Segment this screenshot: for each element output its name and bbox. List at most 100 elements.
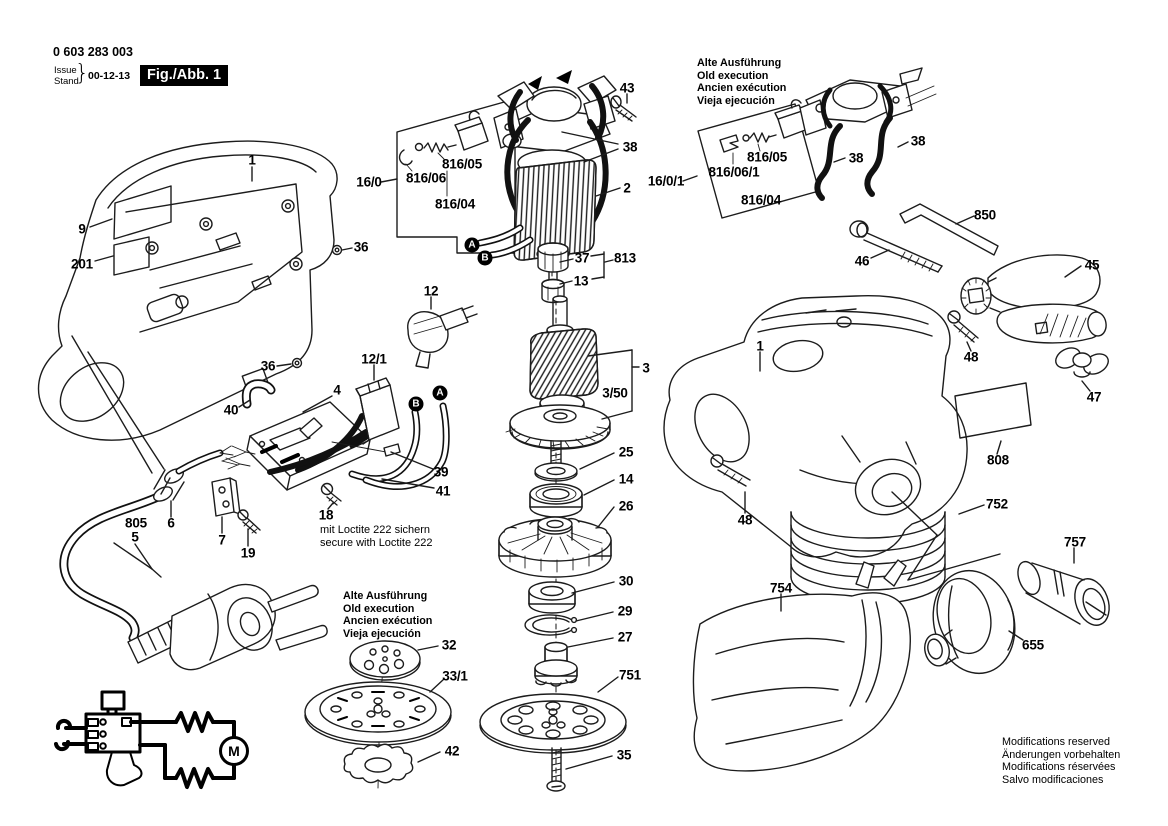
part-label: 816/06	[405, 170, 447, 186]
leader-lines	[89, 93, 1091, 770]
note-line: Ancien exécution	[697, 82, 787, 95]
part-label: 1	[248, 152, 256, 168]
old-pads-drawing	[304, 640, 452, 789]
circuit-diagram: M	[54, 690, 249, 789]
wire-callout-a: A	[432, 385, 448, 401]
part-label: 5	[131, 529, 139, 545]
part-label: 48	[737, 512, 753, 528]
part-label: 816/04	[434, 196, 476, 212]
stand-label: Stand	[54, 75, 79, 87]
wire-callout-a: A	[464, 237, 480, 253]
issue-label: Issue	[54, 65, 77, 76]
part-label: 7	[218, 532, 226, 548]
part-label: 6	[167, 515, 175, 531]
part-label: 19	[240, 545, 256, 561]
note-line: Vieja ejecución	[343, 627, 421, 640]
part-label: 36	[353, 239, 369, 255]
note-line: Modifications reserved	[1002, 736, 1111, 748]
part-label: 813	[614, 250, 636, 266]
part-label: 27	[617, 629, 633, 645]
brush-set-box-drawing	[396, 98, 516, 254]
handle-accessories-drawing	[849, 203, 1109, 378]
part-label: 38	[848, 150, 864, 166]
note-line: Alte Ausführung	[697, 57, 782, 69]
housing-half-drawing	[37, 140, 343, 474]
part-label: 38	[910, 133, 926, 149]
part-label: 13	[573, 273, 589, 289]
nameplate-201	[113, 236, 150, 276]
part-label: 754	[770, 580, 792, 596]
part-label: 2	[623, 180, 631, 196]
part-label: 35	[616, 747, 632, 763]
part-label: 47	[1086, 389, 1102, 405]
part-label: 12	[423, 283, 439, 299]
old-execution-note-bottom: Alte Ausführung Old execution Ancien exé…	[343, 590, 432, 640]
part-label: 808	[987, 452, 1009, 468]
part-label: 9	[78, 221, 86, 237]
part-label: 33/1	[442, 668, 468, 684]
part-label: 18	[318, 507, 334, 523]
part-label: 850	[974, 207, 996, 223]
part-label: 751	[619, 667, 641, 683]
part-label: 48	[963, 349, 979, 365]
note-line: Alte Ausführung	[343, 590, 428, 602]
part-label: 26	[618, 498, 634, 514]
part-label: 816/05	[441, 156, 483, 172]
dustbag-group-drawing	[692, 559, 1110, 772]
part-label: 32	[441, 637, 457, 653]
old-execution-note-top: Alte Ausführung Old execution Ancien exé…	[697, 57, 786, 107]
stator-drawing	[476, 70, 637, 296]
note-line: Old execution	[343, 602, 415, 615]
old-execution-drawing	[697, 67, 937, 219]
part-label: 816/06/1	[708, 164, 760, 180]
part-label: 805	[125, 515, 147, 531]
note-line: Änderungen vorbehalten	[1002, 748, 1121, 761]
part-label: 37	[574, 250, 590, 266]
part-label: 38	[622, 139, 638, 155]
note-line: Ancien exécution	[343, 615, 433, 628]
note-line: Old execution	[697, 69, 769, 82]
note-line: Vieja ejecución	[697, 94, 775, 107]
part-label: 816/05	[746, 149, 788, 165]
part-label: 42	[444, 743, 460, 759]
note-line: Modifications réservées	[1002, 761, 1116, 774]
part-label: 41	[435, 483, 451, 499]
part-label: 201	[71, 256, 93, 272]
issue-date: 00-12-13	[88, 70, 131, 82]
part-label: 45	[1084, 257, 1100, 273]
part-label: 36	[260, 358, 276, 374]
part-label: 4	[333, 382, 341, 398]
part-label: 16/0	[356, 174, 382, 190]
note-line: mit Loctite 222 sichern	[320, 524, 431, 536]
note-line: secure with Loctite 222	[320, 536, 433, 549]
part-label: 816/04	[740, 192, 782, 208]
part-label: 40	[223, 402, 239, 418]
part-label: 655	[1022, 637, 1044, 653]
part-label: 1	[756, 338, 764, 354]
part-label: 46	[854, 253, 870, 269]
note-line: Salvo modificaciones	[1002, 774, 1104, 787]
motor-symbol: M	[228, 743, 240, 759]
part-label: 752	[986, 496, 1008, 512]
wire-callout-b: B	[477, 250, 493, 266]
part-label: 29	[617, 603, 633, 619]
part-label: 14	[618, 471, 634, 487]
part-label: 3/50	[602, 385, 628, 401]
document-part-number: 0 603 283 003	[53, 45, 133, 59]
part-label: 39	[433, 464, 449, 480]
cordset-drawing	[59, 445, 342, 671]
part-label: 16/0/1	[647, 173, 685, 189]
part-label: 30	[618, 573, 634, 589]
assembled-tool-drawing	[663, 294, 1032, 605]
issue-stand-labels: Issue Stand	[54, 65, 79, 87]
loctite-note: mit Loctite 222 sichern secure with Loct…	[320, 524, 433, 549]
part-label: 3	[642, 360, 650, 376]
wire-callout-b: B	[408, 396, 424, 412]
issue-brace: }	[75, 61, 89, 86]
modifications-note: Modifications reserved Änderungen vorbeh…	[1002, 736, 1120, 787]
part-label: 25	[618, 444, 634, 460]
part-label: 757	[1064, 534, 1086, 550]
switch-group-drawing	[225, 305, 478, 491]
